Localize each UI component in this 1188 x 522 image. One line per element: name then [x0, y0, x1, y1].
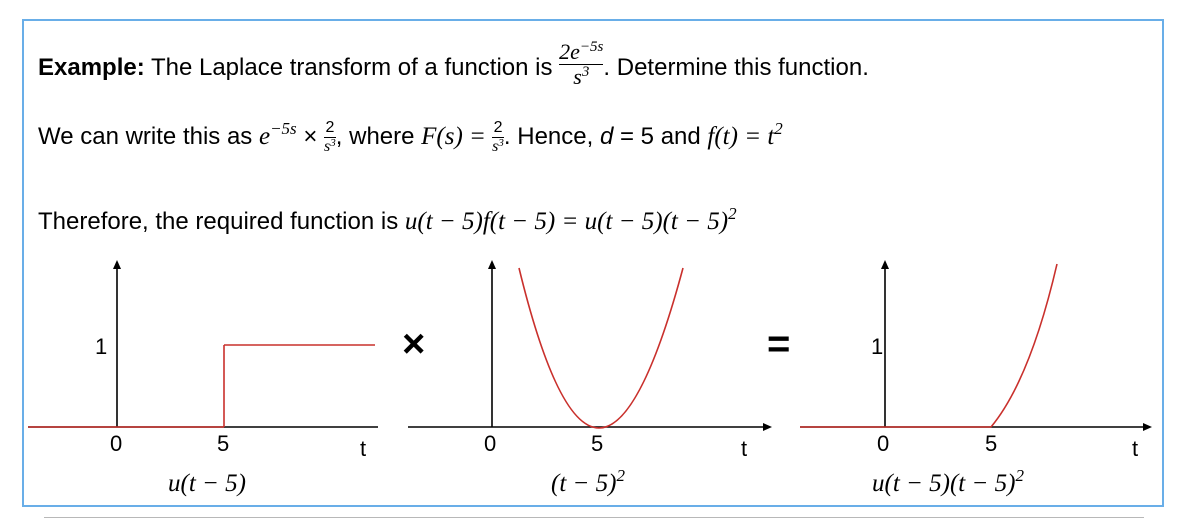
g2-x-tick-0: 0 [484, 431, 497, 456]
g2-x-label-t: t [741, 436, 748, 461]
frac1-num: 2 [325, 119, 335, 137]
period: . [503, 123, 511, 150]
where-text: where [342, 123, 422, 150]
result-expression: u(t − 5)f(t − 5) = u(t − 5)(t − 5) [404, 208, 729, 235]
fraction-denominator: s [573, 64, 582, 90]
comma: , [335, 123, 343, 150]
divider [44, 517, 1144, 518]
result-text: Therefore, the required function is [38, 208, 405, 235]
g3-y-tick-1: 1 [871, 334, 884, 359]
g2-x-tick-5: 5 [591, 431, 604, 456]
d-variable: d [599, 123, 614, 150]
example-text-end: . Determine this function. [603, 54, 869, 81]
g3-x-tick-0: 0 [877, 431, 890, 456]
fraction-denominator-exp: 3 [581, 64, 590, 81]
g2-caption-exp: 2 [616, 466, 625, 485]
f-of-t: f(t) = t [707, 123, 775, 150]
g1-x-label-t: t [360, 436, 367, 461]
fraction-numerator: 2e [559, 39, 580, 65]
g1-caption: u(t − 5) [168, 470, 246, 497]
hence-text: Hence, [510, 123, 600, 150]
g1-y-tick-1: 1 [95, 334, 108, 359]
times-sign: × [296, 123, 325, 150]
frac2-den: s [492, 138, 499, 156]
g1-x-tick-5: 5 [217, 431, 230, 456]
graph-step [28, 260, 378, 428]
g3-caption: u(t − 5)(t − 5) [872, 470, 1016, 497]
g2-caption: (t − 5) [551, 470, 617, 497]
example-line: Example: The Laplace transform of a func… [38, 38, 869, 98]
example-label: Example: [38, 54, 145, 81]
frac2-num: 2 [493, 119, 503, 137]
f-of-t-exp: 2 [774, 119, 783, 138]
example-text: The Laplace transform of a function is [144, 54, 560, 81]
g3-curve-rise [990, 263, 1058, 428]
result-expression-exp: 2 [728, 204, 737, 223]
d-equals-text: = 5 and [613, 123, 708, 150]
exp-e-power: −5s [270, 119, 297, 138]
frac1-den-exp: 3 [330, 137, 336, 150]
g3-x-label-t: t [1132, 436, 1139, 461]
F-of-s: F(s) = [421, 123, 493, 150]
graph-result [800, 260, 1152, 431]
frac2-den-exp: 3 [498, 137, 504, 150]
rewrite-text: We can write this as [38, 123, 259, 150]
g1-x-tick-0: 0 [110, 431, 123, 456]
fraction-numerator-exp: −5s [579, 39, 604, 56]
multiply-operator: × [402, 322, 426, 366]
g2-caption-wrap: (t − 5)2 [551, 466, 625, 498]
g3-caption-wrap: u(t − 5)(t − 5)2 [872, 466, 1024, 498]
equals-operator: = [767, 322, 791, 366]
result-line: Therefore, the required function is u(t … [38, 200, 737, 244]
g2-curve [518, 267, 684, 429]
laplace-fraction: 2e−5s s3 [559, 39, 604, 90]
g3-caption-exp: 2 [1015, 466, 1024, 485]
graph-parabola [408, 260, 772, 431]
frac1-den: s [324, 138, 331, 156]
exp-e: e [258, 123, 271, 150]
slide-frame [22, 19, 1164, 507]
g3-x-tick-5: 5 [985, 431, 998, 456]
